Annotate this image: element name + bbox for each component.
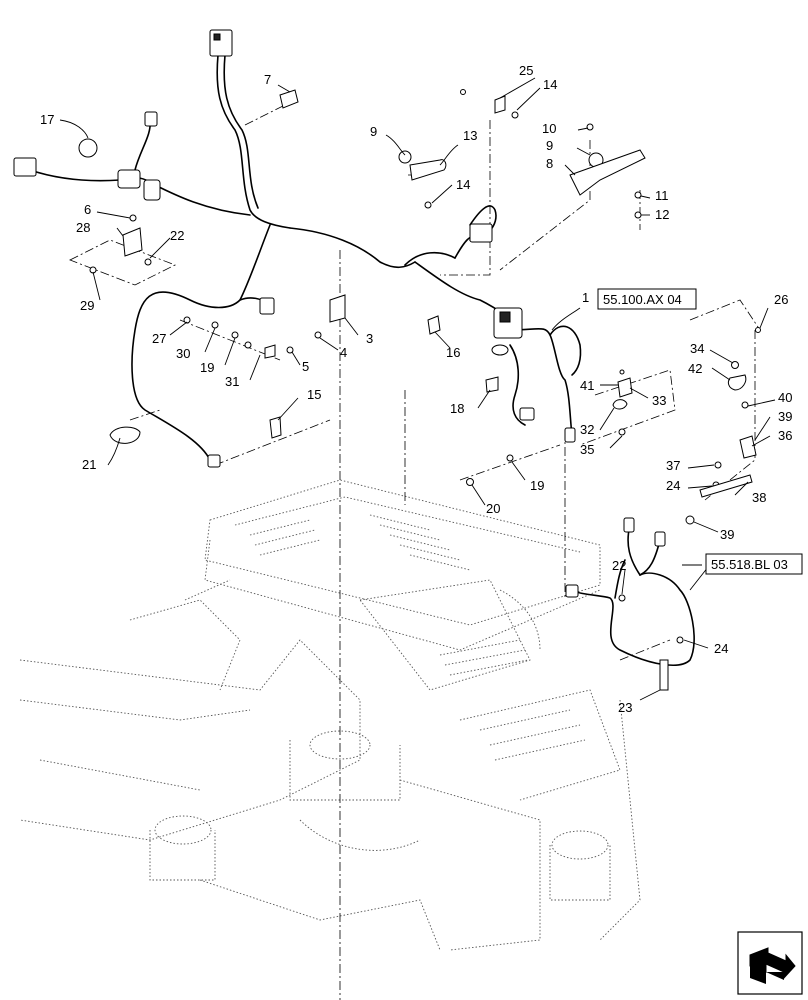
- callout-labels: 1 2 3 4 5 6 7 8 9 9 10 11 12 13 14 14 15…: [40, 63, 792, 715]
- callout-5: 5: [302, 359, 309, 374]
- callout-22b: 22: [612, 558, 626, 573]
- callout-39b: 39: [720, 527, 734, 542]
- callout-36: 36: [778, 428, 792, 443]
- reference-box-a[interactable]: 55.100.AX 04: [597, 288, 697, 310]
- callout-23: 23: [618, 700, 632, 715]
- callout-27: 27: [152, 331, 166, 346]
- callout-17: 17: [40, 112, 54, 127]
- callout-13: 13: [463, 128, 477, 143]
- callout-34: 34: [690, 341, 704, 356]
- callout-33: 33: [652, 393, 666, 408]
- reference-label-b: 55.518.BL 03: [711, 557, 788, 572]
- callout-4: 4: [340, 345, 347, 360]
- callout-9b: 9: [546, 138, 553, 153]
- callout-29: 29: [80, 298, 94, 313]
- callout-38: 38: [752, 490, 766, 505]
- callout-32: 32: [580, 422, 594, 437]
- callout-40: 40: [778, 390, 792, 405]
- callout-11: 11: [655, 188, 669, 203]
- callout-15: 15: [307, 387, 321, 402]
- tractor-frame: [19, 479, 641, 951]
- harness-2: [565, 517, 695, 666]
- callout-19b: 19: [530, 478, 544, 493]
- callout-7: 7: [264, 72, 271, 87]
- callout-26: 26: [774, 292, 788, 307]
- callout-19a: 19: [200, 360, 214, 375]
- callout-24a: 24: [666, 478, 680, 493]
- callout-6: 6: [84, 202, 91, 217]
- callout-39a: 39: [778, 409, 792, 424]
- next-page-arrow-icon[interactable]: [737, 931, 803, 995]
- callout-20: 20: [486, 501, 500, 516]
- callout-18: 18: [450, 401, 464, 416]
- callout-28: 28: [76, 220, 90, 235]
- reference-label-a: 55.100.AX 04: [603, 292, 682, 307]
- callout-42: 42: [688, 361, 702, 376]
- callout-22a: 22: [170, 228, 184, 243]
- callout-14b: 14: [456, 177, 470, 192]
- callout-24b: 24: [714, 641, 728, 656]
- callout-1: 1: [582, 290, 589, 305]
- callout-16: 16: [446, 345, 460, 360]
- callout-21: 21: [82, 457, 96, 472]
- callout-9a: 9: [370, 124, 377, 139]
- callout-31: 31: [225, 374, 239, 389]
- callout-37: 37: [666, 458, 680, 473]
- callout-35: 35: [580, 442, 594, 457]
- callout-30: 30: [176, 346, 190, 361]
- leader-lines: [59, 77, 776, 701]
- callout-3: 3: [366, 331, 373, 346]
- hardware-parts: [78, 89, 761, 691]
- main-wiring-harness: [13, 29, 582, 468]
- callout-25: 25: [519, 63, 533, 78]
- callout-10: 10: [542, 121, 556, 136]
- callout-41: 41: [580, 378, 594, 393]
- reference-box-b[interactable]: 55.518.BL 03: [705, 553, 803, 575]
- callout-14a: 14: [543, 77, 557, 92]
- callout-8: 8: [546, 156, 553, 171]
- callout-12: 12: [655, 207, 669, 222]
